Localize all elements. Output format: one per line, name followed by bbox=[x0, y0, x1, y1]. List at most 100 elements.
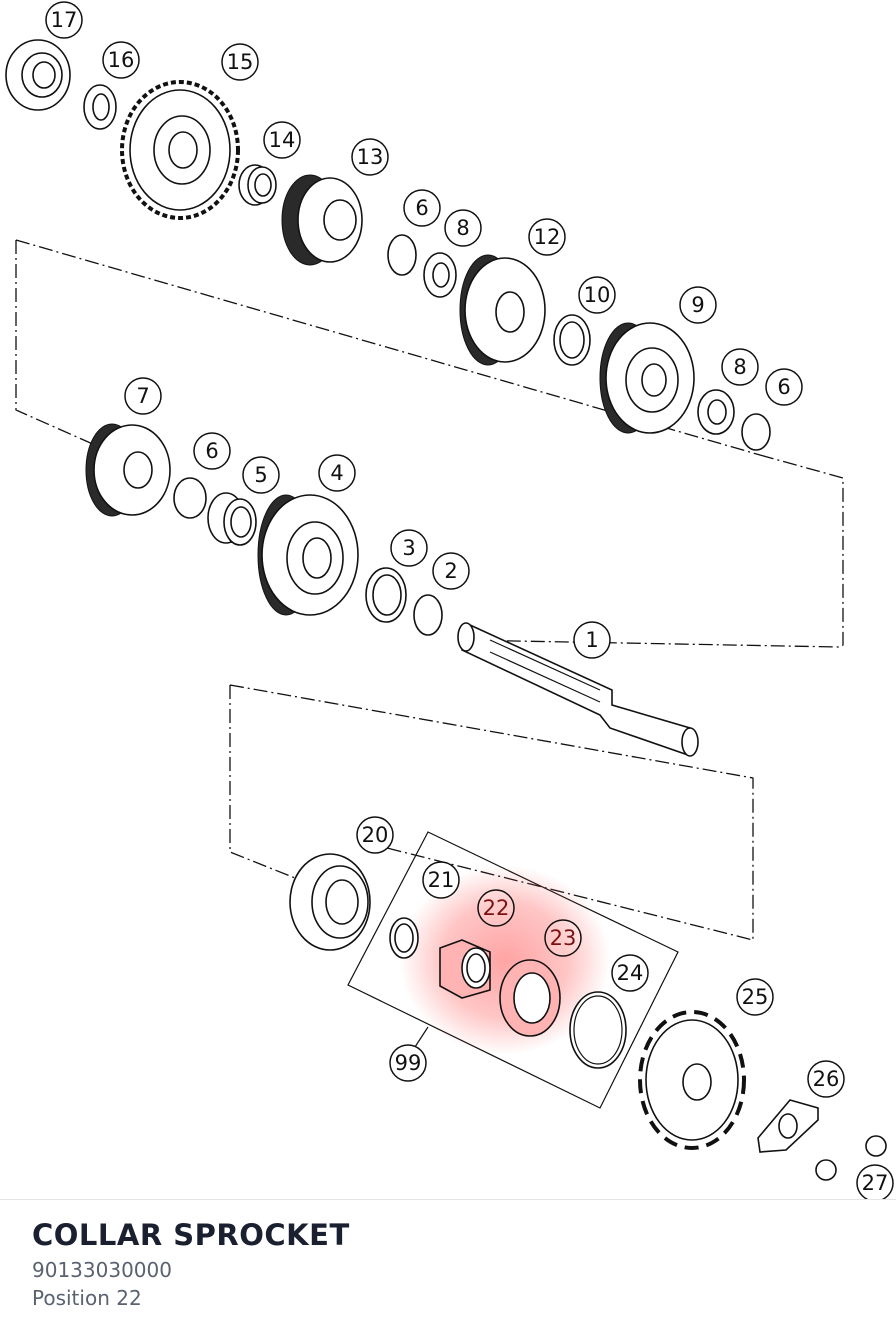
part-22-collar-sprocket[interactable] bbox=[439, 939, 491, 999]
callout-ring bbox=[242, 456, 280, 494]
callout-label: 8 bbox=[733, 355, 746, 379]
callout-15[interactable]: 15 bbox=[221, 43, 259, 81]
callout-label: 2 bbox=[444, 559, 457, 583]
part-21-oring[interactable] bbox=[389, 917, 419, 959]
callout-label: 6 bbox=[205, 439, 218, 463]
callout-13[interactable]: 13 bbox=[351, 138, 389, 176]
callout-14[interactable]: 14 bbox=[263, 121, 301, 159]
callout-ring bbox=[807, 1060, 845, 1098]
part-6-circlip-c[interactable] bbox=[173, 477, 207, 519]
part-8-lockwasher-b[interactable] bbox=[697, 389, 735, 435]
part-13-gear[interactable] bbox=[281, 174, 363, 266]
callout-ring bbox=[124, 377, 162, 415]
callout-ring bbox=[390, 529, 428, 567]
part-26-lockplate[interactable] bbox=[757, 1099, 819, 1153]
part-position: Position 22 bbox=[32, 1286, 142, 1310]
callout-label: 25 bbox=[742, 985, 769, 1009]
callout-ring bbox=[351, 138, 389, 176]
callout-2[interactable]: 2 bbox=[432, 552, 470, 590]
callout-ring bbox=[736, 978, 774, 1016]
callout-label: 22 bbox=[483, 896, 510, 920]
callout-4[interactable]: 4 bbox=[318, 454, 356, 492]
callout-6[interactable]: 6 bbox=[193, 432, 231, 470]
callout-20[interactable]: 20 bbox=[356, 816, 394, 854]
callout-7[interactable]: 7 bbox=[124, 377, 162, 415]
part-14-bushing[interactable] bbox=[238, 164, 277, 206]
callout-ring bbox=[45, 1, 83, 39]
callout-23[interactable]: 23 bbox=[544, 919, 582, 957]
part-15-gear[interactable] bbox=[120, 80, 240, 220]
callout-10[interactable]: 10 bbox=[578, 276, 616, 314]
callout-label: 9 bbox=[691, 293, 704, 317]
callout-6[interactable]: 6 bbox=[403, 189, 441, 227]
callout-22[interactable]: 22 bbox=[477, 889, 515, 927]
part-6-circlip-a[interactable] bbox=[387, 234, 417, 276]
part-3-washer[interactable] bbox=[365, 567, 407, 623]
callout-ring bbox=[611, 954, 649, 992]
callout-ring bbox=[573, 621, 611, 659]
callout-ring bbox=[389, 1044, 427, 1082]
callout-ring bbox=[422, 861, 460, 899]
part-27-bolts[interactable] bbox=[815, 1135, 887, 1181]
callout-ring bbox=[544, 919, 582, 957]
callout-25[interactable]: 25 bbox=[736, 978, 774, 1016]
part-24-circlip[interactable] bbox=[569, 991, 627, 1069]
callout-17[interactable]: 17 bbox=[45, 1, 83, 39]
callout-8[interactable]: 8 bbox=[444, 209, 482, 247]
callout-ring bbox=[444, 209, 482, 247]
callout-24[interactable]: 24 bbox=[611, 954, 649, 992]
part-17-bearing[interactable] bbox=[5, 39, 71, 111]
callout-label: 4 bbox=[330, 461, 343, 485]
callout-27[interactable]: 27 bbox=[856, 1164, 894, 1200]
callout-6[interactable]: 6 bbox=[765, 368, 803, 406]
callout-ring bbox=[403, 189, 441, 227]
callout-ring bbox=[578, 276, 616, 314]
callout-label: 27 bbox=[862, 1171, 889, 1195]
part-12-gear[interactable] bbox=[459, 254, 546, 366]
part-8-lockwasher-a[interactable] bbox=[423, 252, 457, 298]
callout-label: 26 bbox=[813, 1067, 840, 1091]
callout-ring bbox=[528, 218, 566, 256]
part-25-sprocket[interactable] bbox=[638, 1010, 746, 1150]
part-20-bearing[interactable] bbox=[289, 853, 371, 951]
callout-1[interactable]: 1 bbox=[573, 621, 611, 659]
callout-label: 6 bbox=[415, 196, 428, 220]
part-info-panel: COLLAR SPROCKET 90133030000 Position 22 bbox=[0, 1199, 896, 1336]
part-4-gear[interactable] bbox=[257, 494, 359, 616]
callout-label: 15 bbox=[227, 50, 254, 74]
part-6-circlip-b[interactable] bbox=[741, 413, 771, 451]
callout-ring bbox=[263, 121, 301, 159]
part-number: 90133030000 bbox=[32, 1258, 172, 1282]
callout-label: 8 bbox=[456, 216, 469, 240]
callout-ring bbox=[765, 368, 803, 406]
callout-12[interactable]: 12 bbox=[528, 218, 566, 256]
part-name: COLLAR SPROCKET bbox=[32, 1218, 350, 1252]
callout-label: 17 bbox=[51, 8, 78, 32]
part-16-washer[interactable] bbox=[83, 84, 117, 130]
callout-ring bbox=[477, 889, 515, 927]
callout-21[interactable]: 21 bbox=[422, 861, 460, 899]
callout-label: 10 bbox=[584, 283, 611, 307]
callout-99[interactable]: 99 bbox=[389, 1044, 427, 1082]
callout-9[interactable]: 9 bbox=[679, 286, 717, 324]
callout-3[interactable]: 3 bbox=[390, 529, 428, 567]
callout-5[interactable]: 5 bbox=[242, 456, 280, 494]
callout-label: 14 bbox=[269, 128, 296, 152]
part-9-gear[interactable] bbox=[599, 322, 695, 434]
part-5-bushing[interactable] bbox=[207, 492, 257, 546]
callout-label: 16 bbox=[108, 48, 135, 72]
part-10-washer[interactable] bbox=[553, 314, 591, 366]
part-7-gear[interactable] bbox=[85, 423, 171, 517]
callout-label: 99 bbox=[395, 1051, 422, 1075]
callout-label: 12 bbox=[534, 225, 561, 249]
exploded-parts-diagram: 1716151413681210986765432120212223242599… bbox=[5, 1, 894, 1200]
part-2-circlip[interactable] bbox=[413, 594, 443, 636]
part-23-shaft-seal[interactable] bbox=[499, 959, 561, 1037]
callout-ring bbox=[102, 41, 140, 79]
callout-16[interactable]: 16 bbox=[102, 41, 140, 79]
callout-26[interactable]: 26 bbox=[807, 1060, 845, 1098]
part-1-shaft[interactable] bbox=[457, 622, 699, 757]
callout-ring bbox=[856, 1164, 894, 1200]
callout-8[interactable]: 8 bbox=[721, 348, 759, 386]
